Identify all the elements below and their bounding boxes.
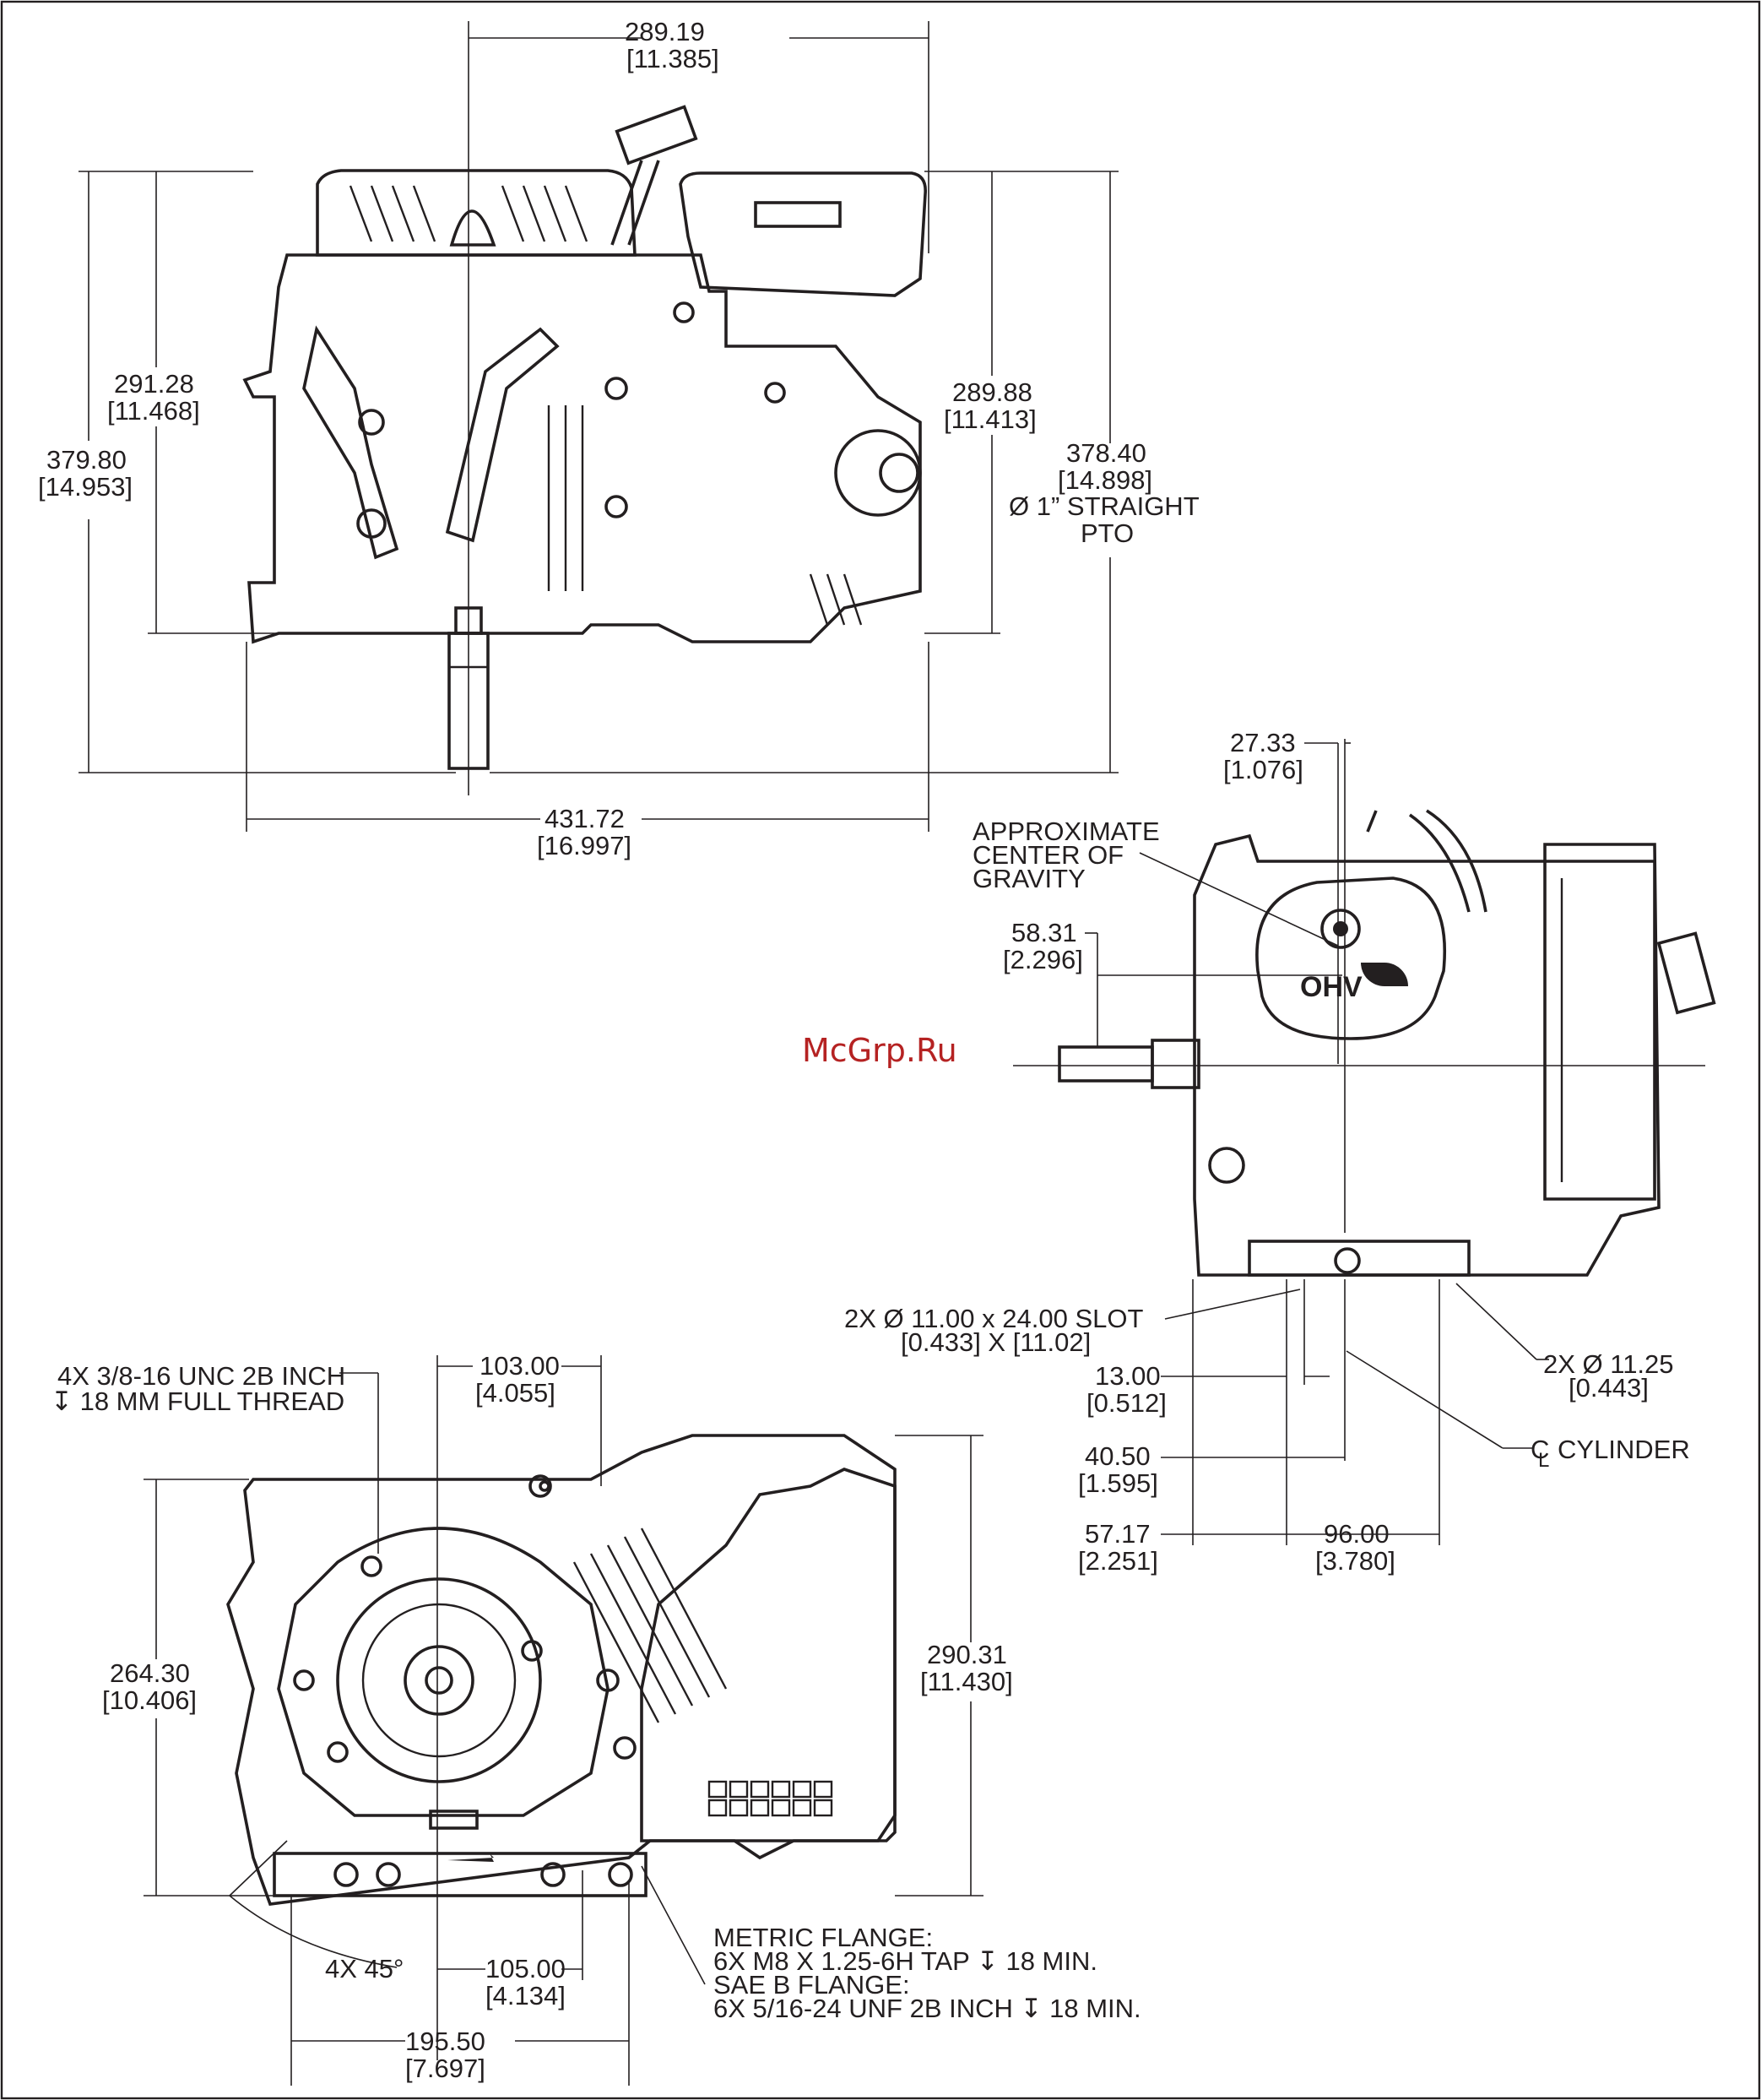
dim-height-inner-right: 289.88 <box>952 377 1032 407</box>
watermark: McGrp.Ru <box>802 1032 957 1069</box>
ohv-logo-text: OHV <box>1300 971 1363 1003</box>
front-view-dimension-lines <box>144 1355 983 2086</box>
side-view-engine-outline: OHV <box>1058 809 1716 1277</box>
dim-13-in: [0.512] <box>1086 1388 1167 1418</box>
tap-label-line2: ↧ 18 MM FULL THREAD <box>51 1386 344 1416</box>
dim-height-outer-left-in: [14.953] <box>38 472 133 502</box>
dim-height-inner-left-in: [11.468] <box>107 396 200 426</box>
dim-height-outer-right: 378.40 <box>1066 438 1146 468</box>
dim-103: 103.00 <box>480 1351 560 1381</box>
top-view-dimension-lines <box>79 21 1119 832</box>
angle-label: 4X 45° <box>325 1954 404 1983</box>
cylinder-label: CYLINDER <box>1558 1435 1690 1464</box>
top-view-engine-outline <box>242 105 927 770</box>
hole-label-line2: [0.443] <box>1569 1373 1649 1403</box>
slot-label-line1: 2X Ø 11.00 x 24.00 SLOT <box>844 1304 1143 1333</box>
flange-label-line4: 6X 5/16-24 UNF 2B INCH ↧ 18 MIN. <box>713 1994 1141 2023</box>
dim-height-290-in: [11.430] <box>920 1667 1013 1696</box>
top-view: 289.19 [11.385] 291.28 [11.468] 379.80 [… <box>38 17 1200 860</box>
cg-label-line3: GRAVITY <box>973 864 1086 893</box>
cg-label-line1: APPROXIMATE <box>973 817 1160 846</box>
dim-57: 57.17 <box>1085 1519 1151 1549</box>
dim-width-top: 289.19 <box>625 17 705 46</box>
dim-height-outer-left: 379.80 <box>46 445 127 475</box>
dim-40-in: [1.595] <box>1078 1468 1158 1498</box>
dim-57-in: [2.251] <box>1078 1546 1158 1576</box>
dim-shaft-height-in: [2.296] <box>1003 945 1083 974</box>
dim-offset-top: 27.33 <box>1230 728 1296 757</box>
dim-96: 96.00 <box>1324 1519 1390 1549</box>
dim-offset-top-in: [1.076] <box>1223 755 1303 784</box>
cg-label-line2: CENTER OF <box>973 840 1124 870</box>
dim-195-in: [7.697] <box>405 2054 485 2083</box>
side-view: OHV <box>844 728 1716 1576</box>
dim-40: 40.50 <box>1085 1441 1151 1471</box>
front-view: 4X 3/8-16 UNC 2B INCH ↧ 18 MM FULL THREA… <box>51 1351 1141 2086</box>
dim-height-264: 264.30 <box>110 1658 190 1688</box>
centerline-symbol-icon: C L <box>1531 1435 1549 1472</box>
dim-width-bottom-in: [16.997] <box>537 831 631 860</box>
dim-105-in: [4.134] <box>485 1981 566 2010</box>
pto-label-line1: Ø 1” STRAIGHT <box>1009 491 1200 521</box>
tap-label-line1: 4X 3/8-16 UNC 2B INCH <box>57 1361 345 1391</box>
dim-width-bottom: 431.72 <box>545 804 625 833</box>
dim-height-inner-left: 291.28 <box>114 369 194 399</box>
dim-height-290: 290.31 <box>927 1640 1007 1669</box>
dim-height-inner-right-in: [11.413] <box>944 404 1037 434</box>
side-view-dimension-lines <box>1013 739 1705 1545</box>
pto-label-line2: PTO <box>1081 518 1134 548</box>
svg-text:L: L <box>1538 1449 1549 1472</box>
dim-height-outer-right-in: [14.898] <box>1058 465 1152 495</box>
svg-text:C: C <box>1531 1435 1549 1464</box>
flange-label-line2: 6X M8 X 1.25-6H TAP ↧ 18 MIN. <box>713 1946 1097 1976</box>
flange-label-line3: SAE B FLANGE: <box>713 1970 910 2000</box>
dim-195: 195.50 <box>405 2027 485 2056</box>
dim-105: 105.00 <box>485 1954 566 1983</box>
front-view-engine-outline <box>226 1434 897 1906</box>
dim-width-top-in: [11.385] <box>626 44 719 73</box>
dim-13: 13.00 <box>1095 1361 1161 1391</box>
dim-96-in: [3.780] <box>1315 1546 1395 1576</box>
hole-label-line1: 2X Ø 11.25 <box>1543 1349 1674 1379</box>
dim-103-in: [4.055] <box>475 1378 555 1408</box>
slot-label-line2: [0.433] X [11.02] <box>901 1327 1091 1357</box>
flange-label-line1: METRIC FLANGE: <box>713 1923 933 1952</box>
dim-shaft-height: 58.31 <box>1011 918 1077 947</box>
dim-height-264-in: [10.406] <box>102 1685 197 1715</box>
